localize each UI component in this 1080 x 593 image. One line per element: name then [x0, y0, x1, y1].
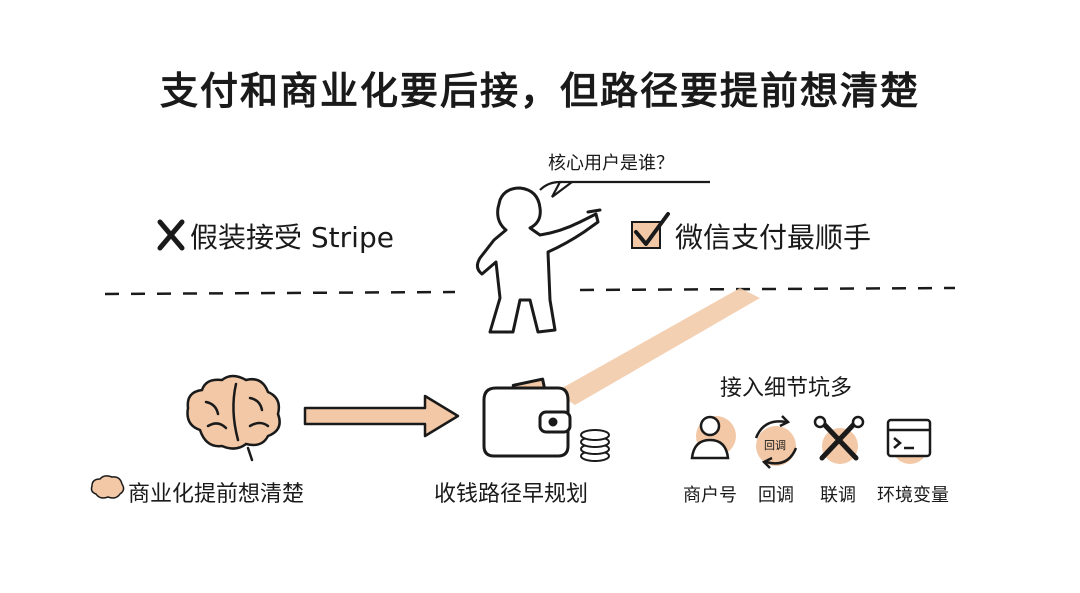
pointing-figure [475, 186, 602, 334]
callback-cycle-icon [754, 415, 798, 469]
checkbox-icon [631, 212, 670, 249]
flow-arrow [303, 394, 460, 438]
pitfall-label-env-vars: 环境变量 [877, 485, 949, 506]
brain-icon [186, 374, 281, 462]
accent-beam [555, 288, 760, 405]
callback-badge: 回调 [764, 439, 786, 452]
brain-caption: 商业化提前想清楚 [128, 482, 305, 507]
preferred-option-label: 微信支付最顺手 [675, 221, 872, 254]
tools-icon [813, 415, 865, 464]
divider-right [579, 286, 956, 292]
wallet-icon [482, 377, 572, 458]
page-title: 支付和商业化要后接，但路径要提前想清楚 [159, 69, 920, 113]
coin-stack-icon [580, 429, 610, 462]
merchant-user-icon [690, 415, 736, 460]
pitfall-label-merchant: 商户号 [683, 485, 737, 506]
pitfall-label-callback: 回调 [758, 485, 794, 506]
speech-bubble-text: 核心用户是谁？ [548, 153, 674, 174]
speech-bubble-tail [551, 181, 573, 198]
rejected-option-label: 假装接受 Stripe [190, 221, 394, 254]
wallet-caption: 收钱路径早规划 [434, 482, 589, 507]
cross-icon [157, 219, 185, 251]
terminal-icon [886, 418, 932, 464]
divider-left [104, 290, 456, 296]
pitfalls-heading: 接入细节坑多 [720, 376, 853, 401]
small-brain-icon [90, 475, 125, 499]
pitfall-label-integration: 联调 [820, 485, 856, 506]
